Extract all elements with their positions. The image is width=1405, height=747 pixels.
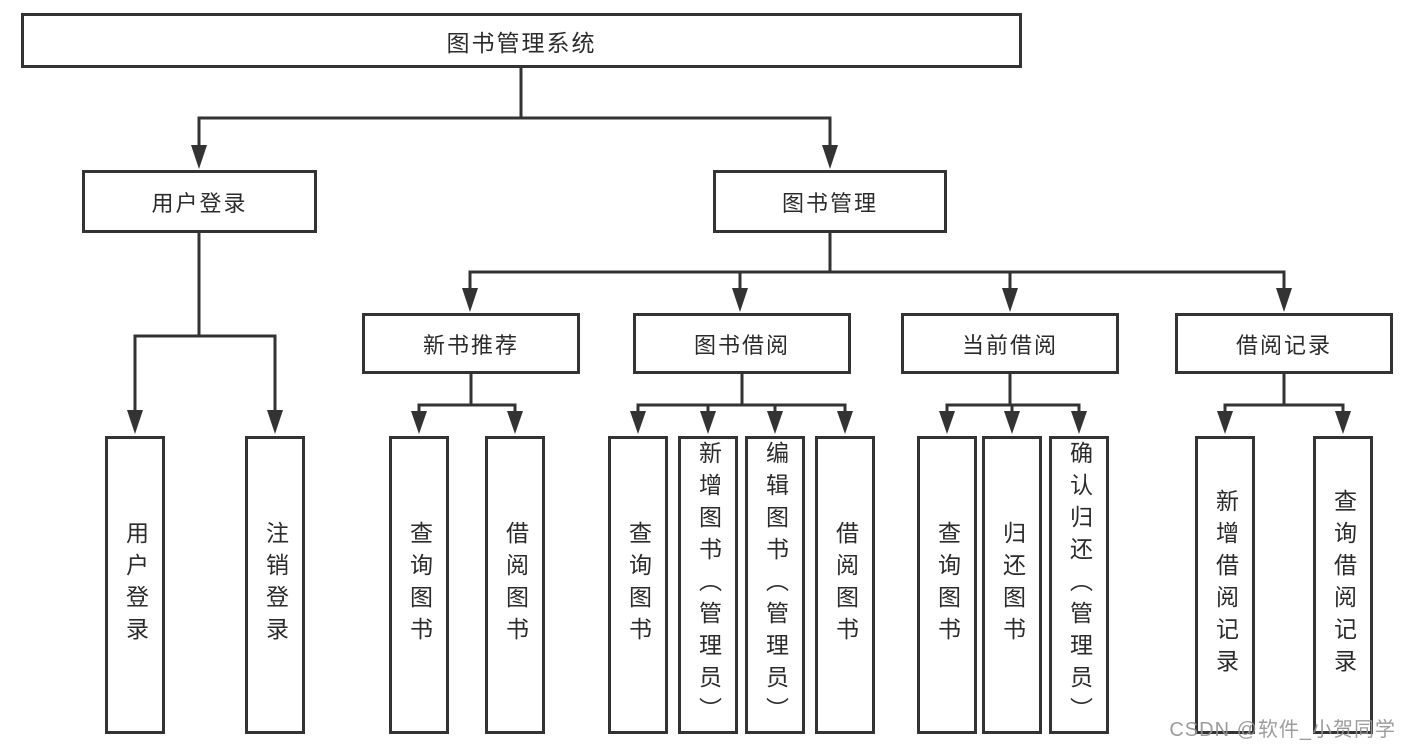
leaf-add-borrow-record: 新增借阅记录 — [1195, 436, 1255, 734]
leaf-return-book-label: 归还图书 — [999, 521, 1026, 649]
leaf-query-book-borrow: 查询图书 — [608, 436, 668, 734]
leaf-query-borrow-record: 查询借阅记录 — [1313, 436, 1373, 734]
leaf-confirm-return-admin: 确认归还（管理员） — [1049, 436, 1109, 734]
leaf-add-book-admin-label: 新增图书（管理员） — [695, 441, 722, 729]
node-borrow-record-label: 借阅记录 — [1235, 332, 1332, 358]
leaf-user-login: 用户登录 — [105, 436, 165, 734]
node-current-borrow: 当前借阅 — [901, 313, 1119, 374]
edge-root-to-level2 — [191, 68, 838, 169]
node-current-borrow-label: 当前借阅 — [961, 332, 1058, 358]
node-root-system: 图书管理系统 — [21, 13, 1022, 68]
node-user-login: 用户登录 — [82, 170, 317, 233]
node-book-borrow-label: 图书借阅 — [693, 332, 790, 358]
node-book-management: 图书管理 — [713, 170, 947, 233]
leaf-borrow-book-recommend-label: 借阅图书 — [502, 521, 529, 649]
leaf-logout-label: 注销登录 — [262, 521, 289, 649]
leaf-edit-book-admin: 编辑图书（管理员） — [745, 436, 805, 734]
leaf-query-book-borrow-label: 查询图书 — [625, 521, 652, 649]
leaf-borrow-book: 借阅图书 — [815, 436, 875, 734]
leaf-borrow-book-label: 借阅图书 — [832, 521, 859, 649]
edge-new-book-to-children — [411, 374, 523, 434]
node-book-borrow: 图书借阅 — [633, 313, 851, 374]
leaf-edit-book-admin-label: 编辑图书（管理员） — [762, 441, 789, 729]
node-new-book-recommend: 新书推荐 — [362, 313, 580, 374]
leaf-borrow-book-recommend: 借阅图书 — [485, 436, 545, 734]
leaf-logout: 注销登录 — [245, 436, 305, 734]
node-root-label: 图书管理系统 — [446, 29, 597, 56]
edge-current-borrow-to-children — [939, 374, 1087, 434]
node-borrow-record: 借阅记录 — [1175, 313, 1393, 374]
edge-user-login-to-children — [127, 233, 283, 434]
leaf-return-book: 归还图书 — [982, 436, 1042, 734]
node-user-login-label: 用户登录 — [151, 190, 248, 216]
node-new-book-recommend-label: 新书推荐 — [422, 332, 519, 358]
leaf-query-book-recommend-label: 查询图书 — [406, 521, 433, 649]
leaf-query-borrow-record-label: 查询借阅记录 — [1330, 489, 1357, 681]
edge-book-borrow-to-children — [630, 374, 853, 434]
leaf-add-borrow-record-label: 新增借阅记录 — [1212, 489, 1239, 681]
leaf-query-book-recommend: 查询图书 — [389, 436, 449, 734]
leaf-user-login-label: 用户登录 — [122, 521, 149, 649]
leaf-query-book-current-label: 查询图书 — [934, 521, 961, 649]
leaf-add-book-admin: 新增图书（管理员） — [678, 436, 738, 734]
edge-borrow-record-to-children — [1217, 374, 1351, 434]
leaf-query-book-current: 查询图书 — [917, 436, 977, 734]
leaf-confirm-return-admin-label: 确认归还（管理员） — [1066, 441, 1093, 729]
node-book-management-label: 图书管理 — [781, 190, 878, 216]
edge-book-management-to-level3 — [462, 233, 1292, 312]
watermark-text: CSDN @软件_小贺同学 — [1169, 719, 1396, 741]
